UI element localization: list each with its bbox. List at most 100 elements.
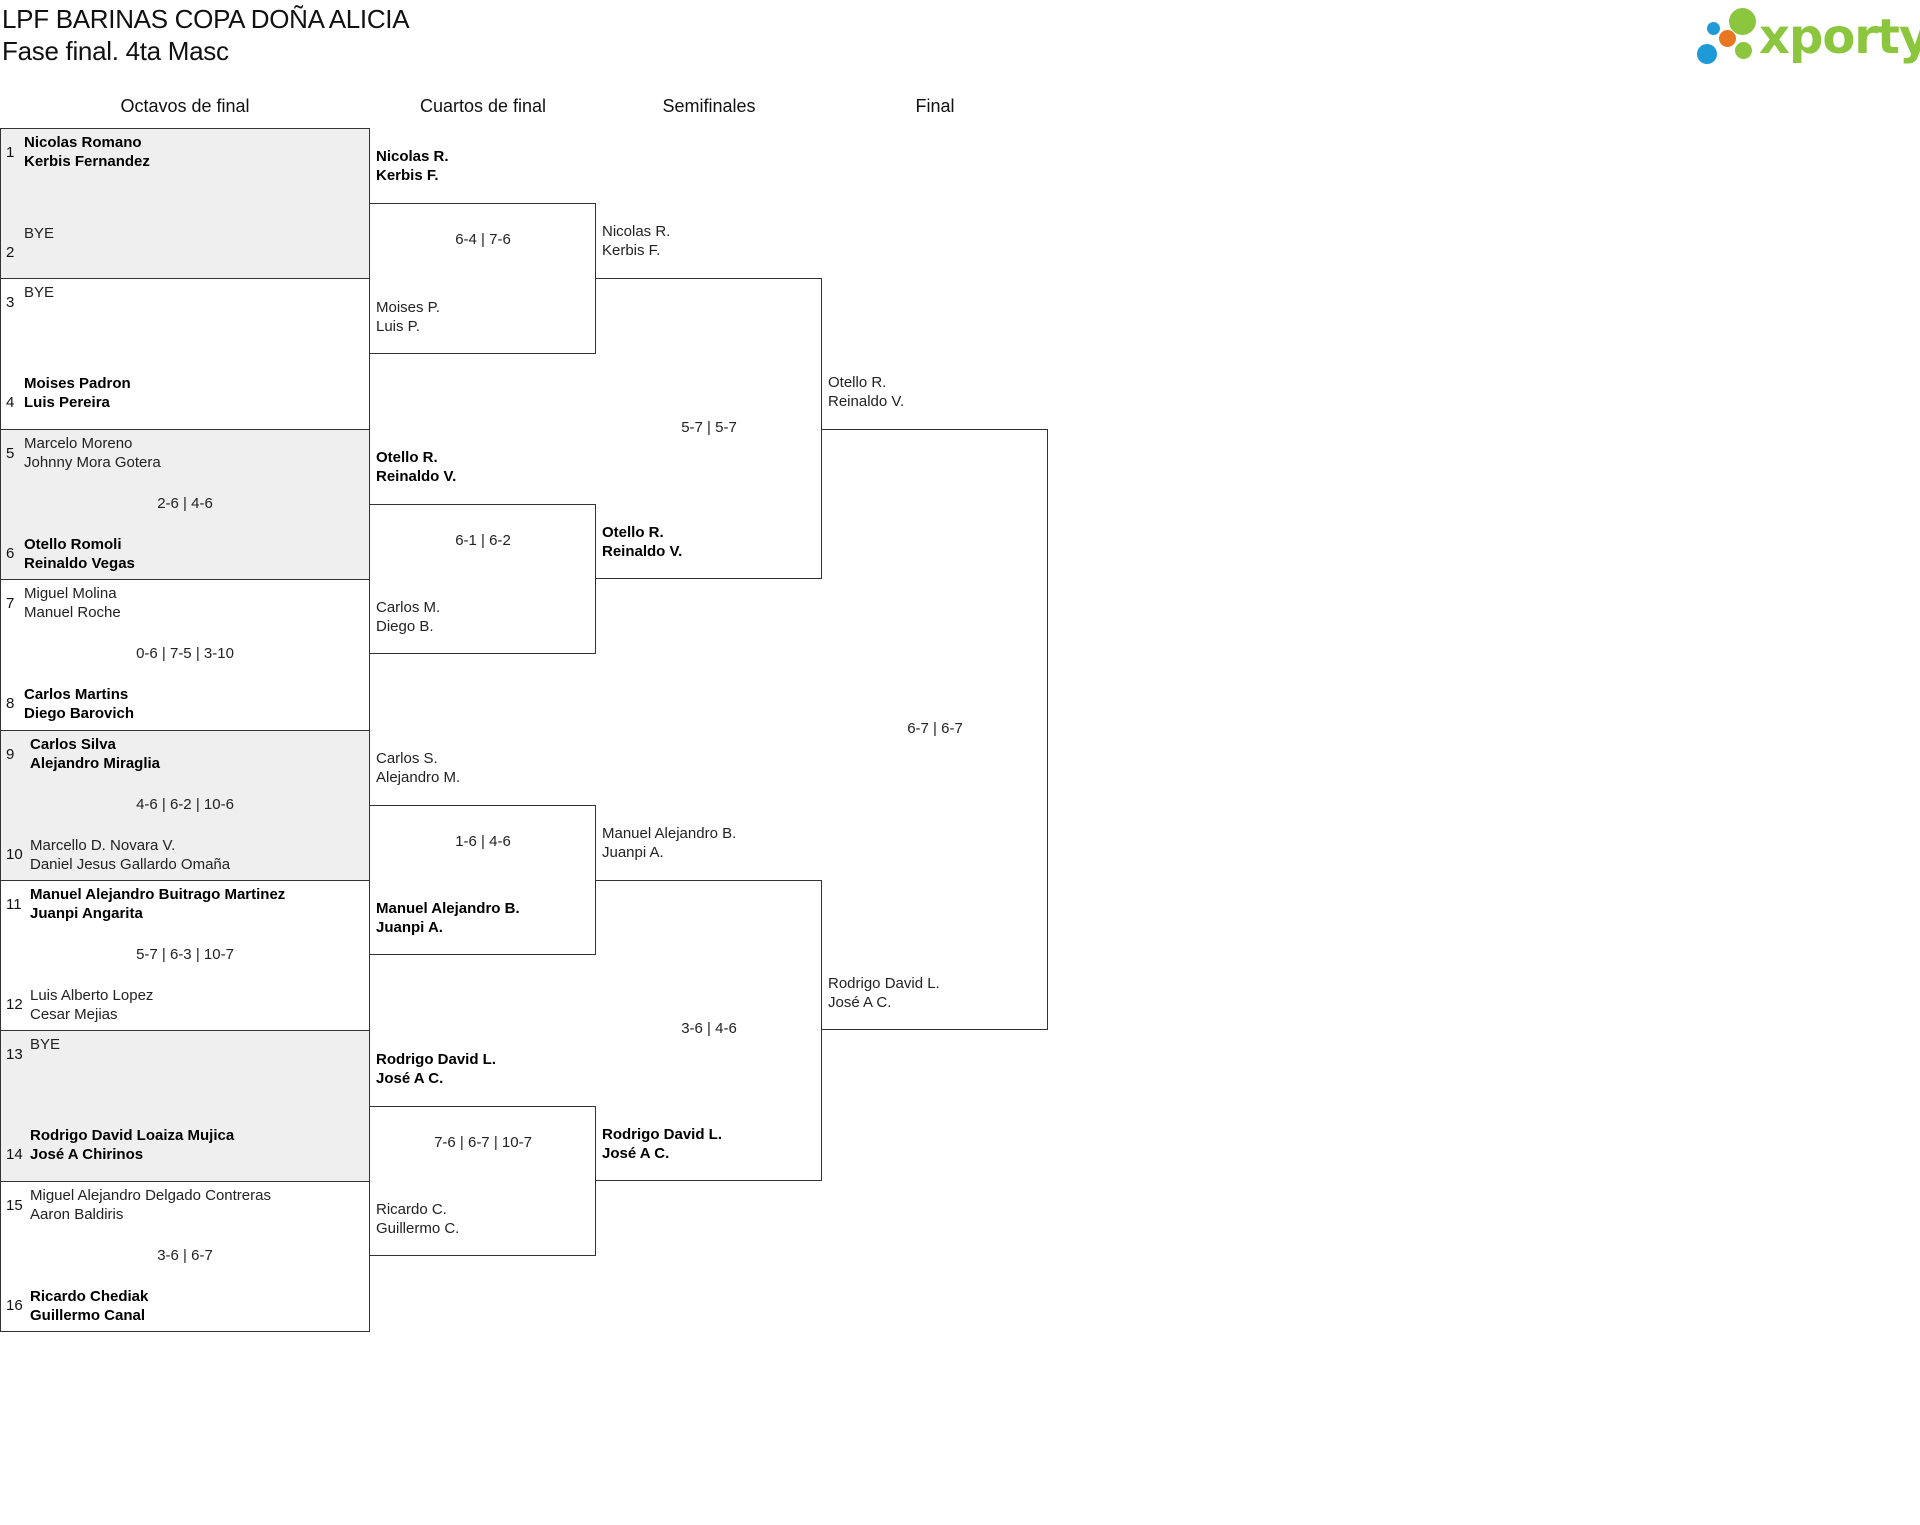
team-name: José A C.: [828, 994, 892, 1012]
team-name: Otello R.: [828, 373, 887, 391]
team-name: José A Chirinos: [30, 1146, 144, 1164]
match-connector: [596, 278, 822, 580]
team-name: Cesar Mejias: [30, 1006, 118, 1023]
team-name: Guillermo Canal: [30, 1306, 146, 1324]
seed-number: 15: [6, 1196, 23, 1214]
logo-dot-blue-small: [1707, 22, 1720, 35]
team-name: Marcello D. Novara V.: [30, 836, 176, 854]
team-name: Otello Romoli: [24, 535, 122, 553]
match-cell: [0, 1180, 370, 1333]
match-score: 0-6 | 7-5 | 3-10: [136, 645, 234, 663]
match-connector: [370, 1105, 596, 1256]
team-name: Nicolas Romano: [24, 134, 142, 151]
team-name: Rodrigo David Loaiza Mujica: [30, 1127, 235, 1145]
round-header: Cuartos de final: [419, 96, 547, 116]
team-name: Manuel Alejandro B.: [376, 900, 520, 918]
team-name: Carlos M.: [376, 599, 441, 617]
match-score: 6-1 | 6-2: [455, 532, 511, 549]
team-name: Moises P.: [376, 298, 440, 316]
team-name: Manuel Alejandro B.: [602, 825, 737, 842]
team-name: Luis Alberto Lopez: [30, 987, 154, 1004]
team-name: José A C.: [602, 1144, 670, 1162]
team-name: Carlos S.: [376, 749, 438, 767]
team-name: Reinaldo V.: [828, 392, 905, 410]
match-cell: [0, 128, 370, 280]
match-score: 5-7 | 6-3 | 10-7: [136, 946, 234, 963]
logo-dot-blue: [1697, 44, 1717, 64]
team-name: Rodrigo David L.: [376, 1050, 496, 1068]
team-name: Reinaldo Vegas: [24, 554, 135, 572]
seed-number: 6: [6, 544, 15, 562]
team-name: Daniel Jesus Gallardo Omaña: [30, 855, 231, 873]
team-name: Reinaldo V.: [376, 468, 457, 485]
team-name: Ricardo Chediak: [30, 1287, 149, 1305]
logo-dot-green: [1729, 8, 1756, 35]
team-name: Miguel Molina: [24, 585, 117, 603]
team-name: Juanpi A.: [602, 844, 664, 861]
seed-number: 7: [6, 595, 15, 613]
team-name: Kerbis F.: [376, 167, 439, 185]
match-cell: [0, 729, 370, 881]
team-name: Otello R.: [602, 524, 664, 542]
team-name: Alejandro M.: [376, 768, 461, 786]
match-connector: [822, 428, 1048, 1031]
team-name: BYE: [30, 1036, 61, 1054]
logo-dot-orange: [1719, 30, 1736, 47]
team-name: Diego Barovich: [24, 705, 135, 723]
seed-number: 4: [6, 394, 15, 412]
seed-number: 11: [6, 896, 22, 913]
round-header: Final: [915, 96, 955, 116]
team-name: Rodrigo David L.: [828, 975, 940, 993]
team-name: Alejandro Miraglia: [30, 754, 161, 772]
logo-text: xporty: [1759, 9, 1920, 65]
team-name: Manuel Alejandro Buitrago Martinez: [30, 886, 286, 903]
seed-number: 13: [6, 1046, 23, 1064]
team-name: Luis Pereira: [24, 394, 110, 412]
team-name: José A C.: [376, 1069, 444, 1087]
team-name: Moises Padron: [24, 375, 131, 393]
round-header: Octavos de final: [120, 96, 250, 116]
team-name: Rodrigo David L.: [602, 1125, 722, 1143]
match-connector: [370, 804, 596, 956]
match-cell: [0, 1030, 370, 1182]
match-cell: [0, 428, 370, 581]
team-name: Marcelo Moreno: [24, 434, 133, 452]
page-subtitle: Fase final. 4ta Masc: [2, 36, 229, 66]
match-score: 7-6 | 6-7 | 10-7: [434, 1133, 532, 1151]
seed-number: 3: [6, 294, 15, 312]
seed-number: 1: [6, 144, 15, 161]
team-name: Luis P.: [376, 317, 420, 335]
team-name: BYE: [24, 225, 55, 242]
team-name: Manuel Roche: [24, 604, 121, 622]
team-name: Johnny Mora Gotera: [24, 453, 161, 471]
team-name: Juanpi Angarita: [30, 905, 143, 922]
xporty-logo: xporty: [1695, 4, 1920, 70]
match-score: 6-4 | 7-6: [455, 231, 511, 249]
team-name: BYE: [24, 284, 55, 302]
team-name: Nicolas R.: [602, 223, 671, 241]
page-title: LPF BARINAS COPA DOÑA ALICIA: [2, 4, 410, 34]
team-name: Ricardo C.: [376, 1201, 447, 1218]
team-name: Aaron Baldiris: [30, 1205, 124, 1223]
team-name: Otello R.: [376, 449, 438, 466]
seed-number: 2: [6, 244, 15, 261]
seed-number: 16: [6, 1296, 23, 1314]
team-name: Kerbis F.: [602, 242, 661, 260]
team-name: Miguel Alejandro Delgado Contreras: [30, 1186, 271, 1204]
seed-number: 5: [6, 444, 15, 462]
match-score: 5-7 | 5-7: [681, 418, 737, 436]
match-score: 4-6 | 6-2 | 10-6: [136, 795, 234, 813]
seed-number: 14: [6, 1146, 23, 1164]
match-score: 6-7 | 6-7: [907, 719, 963, 737]
match-score: 2-6 | 4-6: [157, 494, 213, 512]
match-connector: [370, 504, 596, 655]
team-name: Diego B.: [376, 618, 434, 636]
team-name: Carlos Martins: [24, 686, 129, 704]
seed-number: 9: [6, 745, 15, 763]
seed-number: 10: [6, 845, 23, 863]
team-name: Juanpi A.: [376, 919, 443, 937]
match-connector: [370, 203, 596, 354]
team-name: Reinaldo V.: [602, 543, 683, 561]
seed-number: 8: [6, 695, 15, 713]
team-name: Nicolas R.: [376, 148, 449, 166]
